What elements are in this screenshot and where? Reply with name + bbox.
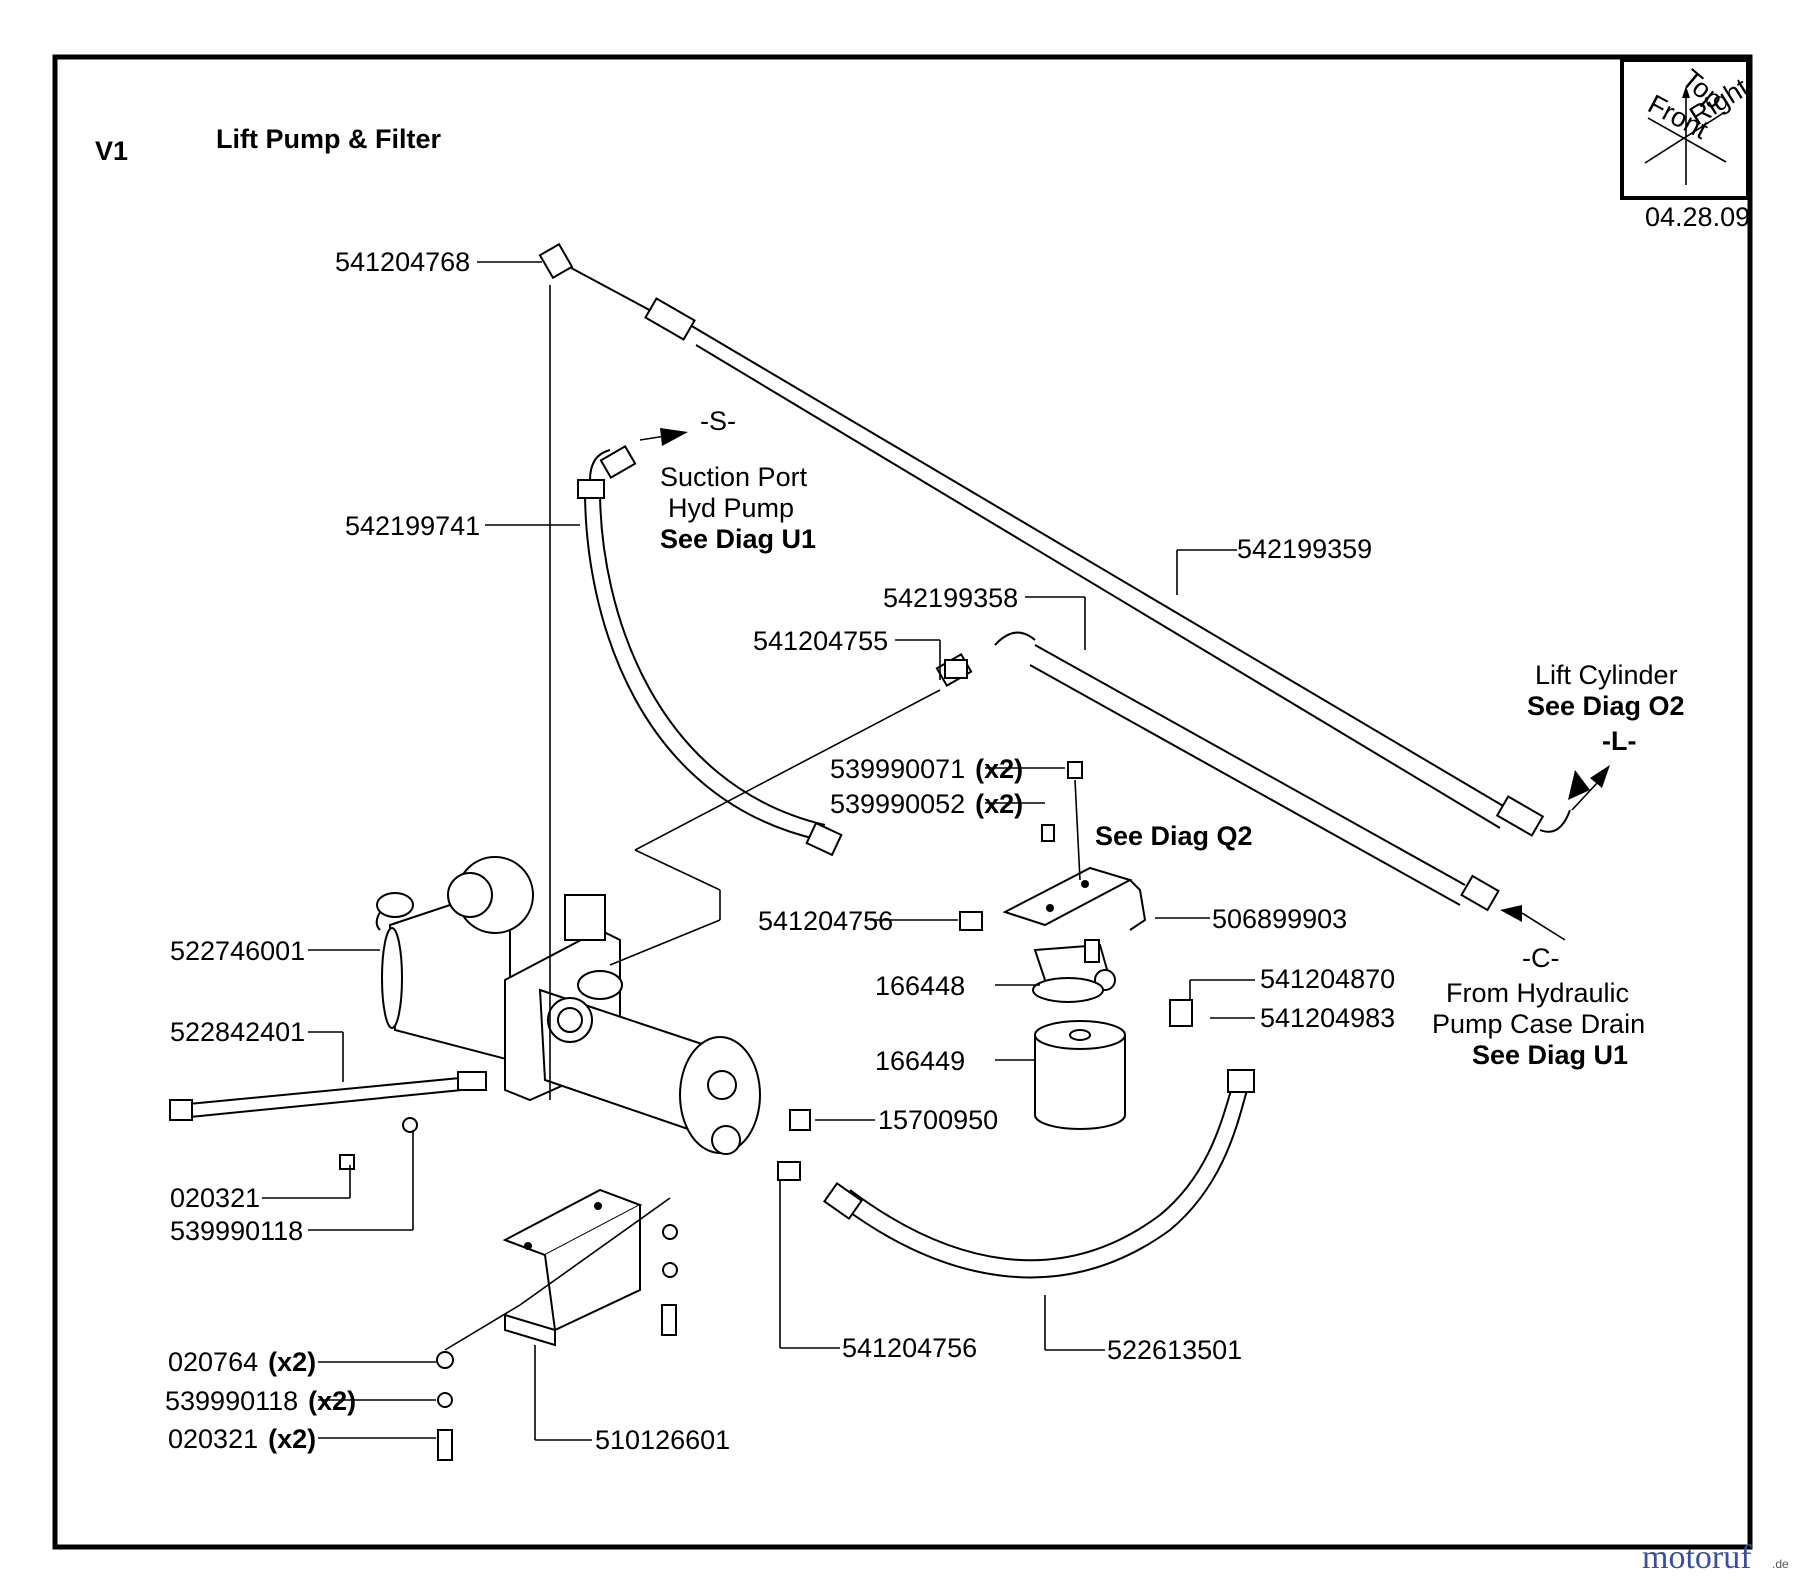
callout-541204755: 541204755 [753, 626, 888, 656]
arrow-l [1590, 765, 1610, 788]
note-see-diag-u1-suction: See Diag U1 [660, 524, 816, 554]
callout-539990071-number: 539990071 [830, 754, 965, 784]
note-see-diag-q2: See Diag Q2 [1095, 821, 1253, 851]
callout-020321-lower-qty: (x2) [268, 1424, 316, 1454]
diagram-title: Lift Pump & Filter [216, 124, 441, 154]
rod-522842401 [169, 1071, 487, 1121]
callout-542199741: 542199741 [345, 511, 480, 541]
note-hyd-pump: Hyd Pump [668, 493, 794, 523]
arrow-s [660, 428, 688, 446]
callout-539990118-lower-number: 539990118 [165, 1386, 298, 1416]
callout-020321-upper: 020321 [170, 1183, 260, 1213]
callout-020764-number: 020764 [168, 1347, 258, 1377]
fittings [339, 242, 1193, 1461]
note-see-diag-u1-drain: See Diag U1 [1472, 1040, 1628, 1070]
marker-l: -L- [1602, 726, 1636, 756]
diagram-notes: -S- Suction Port Hyd Pump See Diag U1 Li… [660, 406, 1685, 1070]
watermark-logo: motoruf .de [1642, 1539, 1789, 1576]
bracket-506899903 [1002, 866, 1147, 931]
filter-head-166448 [1032, 939, 1116, 1003]
note-lift-cylinder: Lift Cylinder [1535, 660, 1678, 690]
leader-lines [262, 261, 1255, 1441]
callout-020764-qty: (x2) [268, 1347, 316, 1377]
callout-539990052: 539990052 (x2) [830, 789, 1023, 819]
callout-539990071-qty: (x2) [975, 754, 1023, 784]
callout-541204756-upper: 541204756 [758, 906, 893, 936]
callout-539990071: 539990071 (x2) [830, 754, 1023, 784]
hose-542199358 [935, 631, 1500, 912]
marker-c: -C- [1522, 943, 1559, 973]
callout-166449: 166449 [875, 1046, 965, 1076]
note-see-diag-o2: See Diag O2 [1527, 691, 1685, 721]
callout-541204756-lower: 541204756 [842, 1333, 977, 1363]
watermark-tld: .de [1772, 1557, 1789, 1571]
callout-539990052-number: 539990052 [830, 789, 965, 819]
note-suction-port: Suction Port [660, 462, 808, 492]
callout-020321-lower: 020321 (x2) [168, 1424, 316, 1454]
callout-539990118-upper: 539990118 [170, 1216, 303, 1246]
filter-166449 [1034, 1020, 1126, 1130]
callout-522746001: 522746001 [170, 936, 305, 966]
hose-522613501 [823, 1069, 1255, 1279]
callout-510126601: 510126601 [595, 1425, 730, 1455]
callout-541204768: 541204768 [335, 247, 470, 277]
callout-542199359: 542199359 [1237, 534, 1372, 564]
callout-labels: 541204768 542199741 542199359 542199358 … [165, 247, 1395, 1455]
arrow-c [1500, 905, 1522, 922]
callout-522842401: 522842401 [170, 1017, 305, 1047]
note-from-hydraulic: From Hydraulic [1446, 978, 1629, 1008]
callout-541204870: 541204870 [1260, 964, 1395, 994]
pump-assembly-522746001 [375, 856, 761, 1155]
callout-542199358: 542199358 [883, 583, 1018, 613]
diagram-date: 04.28.09 [1645, 202, 1750, 232]
note-pump-case-drain: Pump Case Drain [1432, 1009, 1645, 1039]
callout-539990118-lower-qty: (x2) [308, 1386, 356, 1416]
watermark-brand: motoruf [1642, 1539, 1752, 1576]
callout-020764: 020764 (x2) [168, 1347, 316, 1377]
callout-539990118-lower: 539990118 (x2) [165, 1386, 356, 1416]
diagram-code: V1 [95, 136, 128, 166]
callout-166448: 166448 [875, 971, 965, 1001]
callout-541204983: 541204983 [1260, 1003, 1395, 1033]
hose-542199741 [577, 444, 843, 857]
diagram-frame [52, 54, 1753, 1550]
callout-522613501: 522613501 [1107, 1335, 1242, 1365]
orientation-compass: Top Front Right [1620, 58, 1754, 200]
marker-s: -S- [700, 406, 736, 436]
callout-506899903: 506899903 [1212, 904, 1347, 934]
callout-15700950: 15700950 [878, 1105, 998, 1135]
callout-020321-lower-number: 020321 [168, 1424, 258, 1454]
callout-539990052-qty: (x2) [975, 789, 1023, 819]
hose-542199359 [559, 261, 1590, 837]
